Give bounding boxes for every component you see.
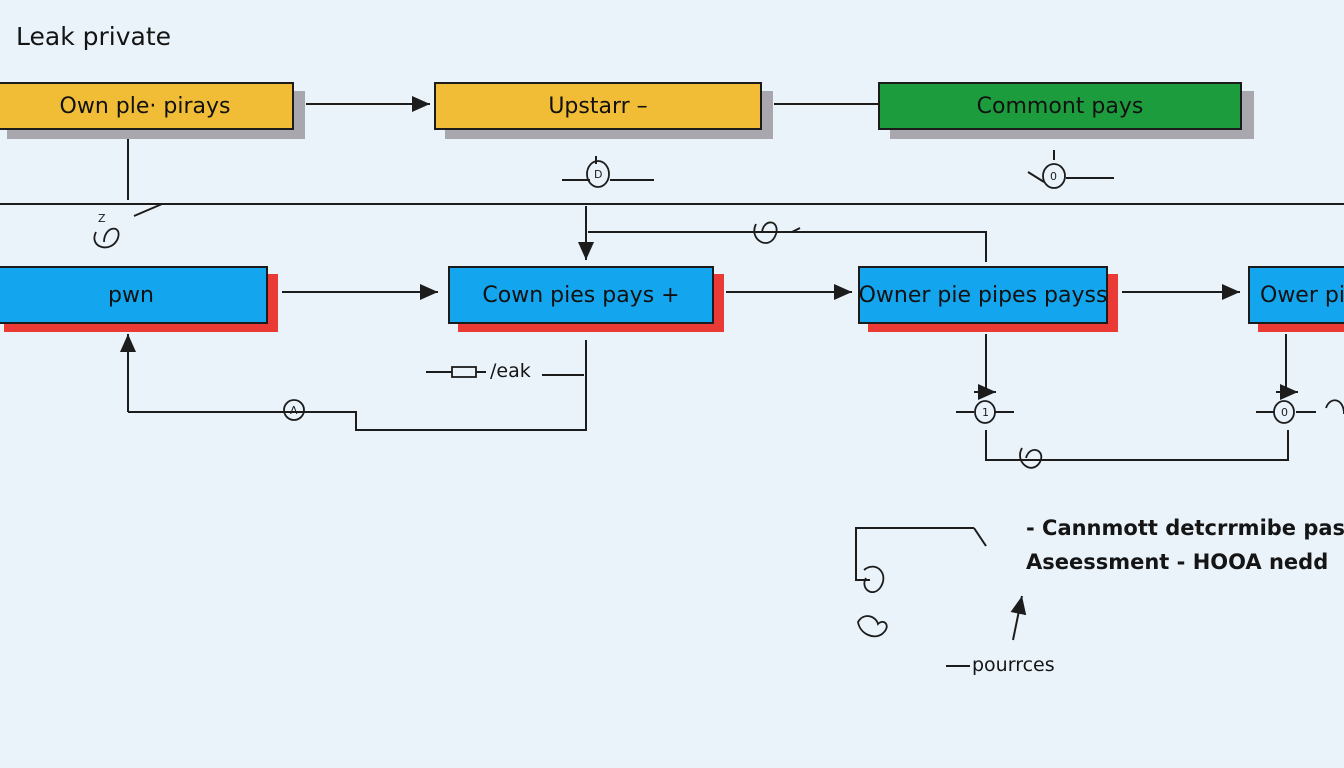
- connector-bracket-right: [588, 231, 987, 262]
- svg-text:0: 0: [1281, 406, 1288, 419]
- leak-label: /eak: [490, 360, 531, 382]
- node-upstarr[interactable]: Upstarr –: [434, 82, 762, 130]
- assessment-label: Aseessment - HOOA nedd: [1026, 550, 1329, 574]
- diagram-title: Leak private: [16, 22, 172, 51]
- node-owner-pie-pipes-payss[interactable]: Owner pie pipes payss: [858, 266, 1108, 324]
- node-own-ple-pirays[interactable]: Own ple· pirays: [0, 82, 294, 130]
- squiggle-right: [1325, 399, 1344, 415]
- svg-text:0: 0: [1050, 170, 1057, 183]
- squiggle-bottom: [1019, 447, 1043, 469]
- svg-text:Z: Z: [98, 212, 106, 225]
- squiggle-top: [753, 221, 778, 244]
- pourrces-arrow: [1010, 595, 1027, 641]
- assessment-bracket: [855, 527, 974, 581]
- node-marker-d: [586, 160, 610, 188]
- node-pwn[interactable]: pwn: [0, 266, 268, 324]
- node-marker-a: [283, 399, 305, 421]
- node-marker-1: [974, 400, 996, 424]
- node-marker-2: [1273, 400, 1295, 424]
- squiggle-left: [93, 227, 120, 249]
- bottom-return-line: [985, 430, 1289, 461]
- svg-text:A: A: [290, 404, 298, 417]
- node-marker-d2: [1042, 163, 1066, 189]
- pourrces-label: pourrces: [972, 654, 1055, 676]
- node-commont-pays[interactable]: Commont pays: [878, 82, 1242, 130]
- assessment-link: [973, 527, 987, 547]
- svg-text:1: 1: [982, 406, 989, 419]
- node-owner-pi[interactable]: Ower pi: [1248, 266, 1344, 324]
- cannot-determine-label: - Cannmott detcrrmibe pas: [1026, 516, 1344, 540]
- svg-text:D: D: [594, 168, 602, 181]
- feedback-loop-line: [128, 340, 587, 431]
- node-cown-pies-pays[interactable]: Cown pies pays +: [448, 266, 714, 324]
- squiggle-lower-1: [863, 565, 885, 593]
- squiggle-lower-2: [857, 615, 888, 638]
- leak-resistor: [451, 366, 477, 378]
